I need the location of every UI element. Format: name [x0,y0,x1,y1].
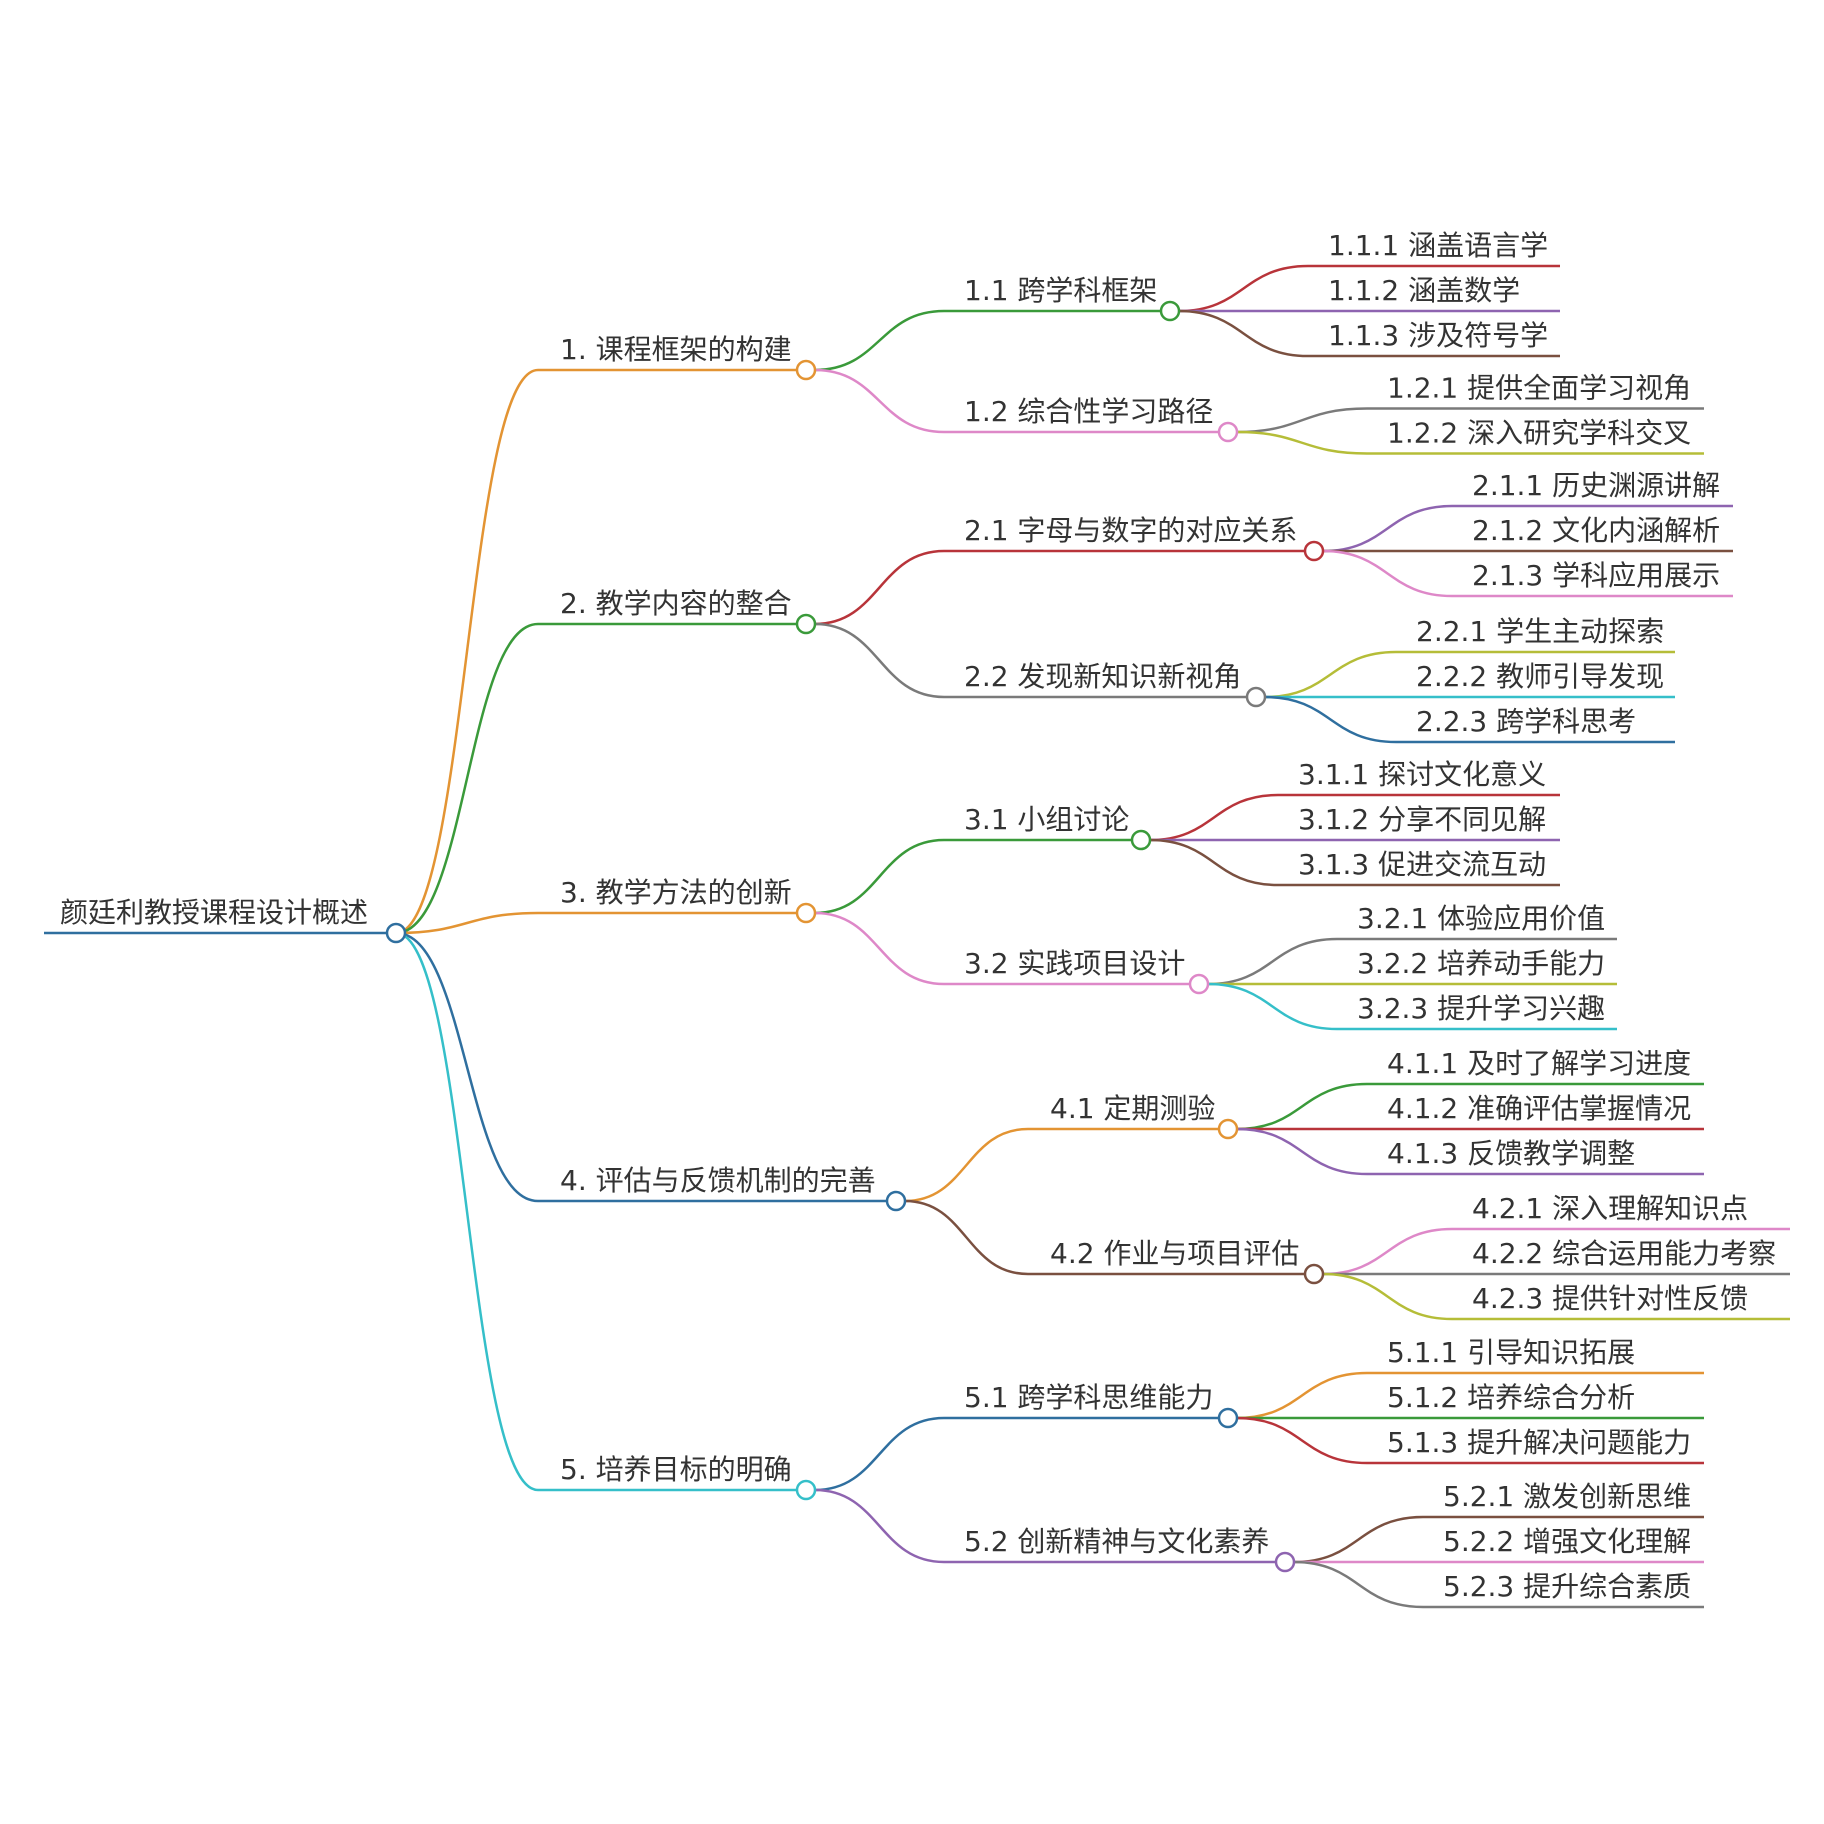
leaf-2-1-3-curve [1322,549,1453,598]
leaf-3-2-2-label: 3.2.2 培养动手能力 [1357,947,1605,980]
leaf-3-1-1-label: 3.1.1 探讨文化意义 [1298,758,1546,791]
subtopic-4-1-label: 4.1 定期测验 [1050,1092,1215,1125]
subtopic-2-2-node[interactable] [1245,686,1267,708]
leaf-5-2-1-label: 5.2.1 激发创新思维 [1443,1480,1691,1513]
topic-1-label: 1. 课程框架的构建 [560,333,792,366]
leaf-4-1-1-label: 4.1.1 及时了解学习进度 [1387,1047,1691,1080]
subtopic-5-1-label: 5.1 跨学科思维能力 [964,1381,1213,1414]
leaf-5-1-1-label: 5.1.1 引导知识拓展 [1387,1336,1635,1369]
leaf-2-2-1-label: 2.2.1 学生主动探索 [1416,615,1664,648]
leaf-4-2-2-label: 4.2.2 综合运用能力考察 [1472,1237,1776,1270]
branch-3-1-curve [814,838,945,915]
leaf-2-1-2-label: 2.1.2 文化内涵解析 [1472,514,1720,547]
leaf-1-1-3-curve [1178,309,1309,358]
subtopic-5-2-node[interactable] [1274,1551,1296,1573]
leaf-1-1-3-label: 1.1.3 涉及符号学 [1328,319,1548,352]
leaf-5-2-3-curve [1293,1560,1424,1609]
branch-4-curve [395,931,539,1203]
leaf-2-1-1-curve [1322,504,1453,553]
leaf-2-1-1-label: 2.1.1 历史渊源讲解 [1472,469,1720,502]
leaf-3-1-1-curve [1149,793,1279,842]
topic-4-node[interactable] [885,1190,907,1212]
subtopic-1-2-node[interactable] [1217,421,1239,443]
subtopic-1-1-node[interactable] [1159,300,1181,322]
leaf-5-1-3-label: 5.1.3 提升解决问题能力 [1387,1426,1691,1459]
topic-3-label: 3. 教学方法的创新 [560,876,792,909]
subtopic-3-2-node[interactable] [1188,973,1210,995]
topic-5-label: 5. 培养目标的明确 [560,1453,792,1486]
leaf-2-2-3-curve [1264,695,1397,744]
leaf-1-2-1-curve [1236,407,1368,434]
leaf-1-1-2-label: 1.1.2 涵盖数学 [1328,274,1520,307]
leaf-3-2-3-curve [1207,982,1338,1031]
leaf-3-2-1-curve [1207,937,1338,986]
branch-2-curve [395,622,539,935]
leaf-5-1-1-curve [1236,1371,1368,1420]
subtopic-4-1-node[interactable] [1217,1118,1239,1140]
branch-1-2-curve [814,368,945,434]
root-label: 颜廷利教授课程设计概述 [60,896,368,929]
branch-3-2-curve [814,911,945,986]
subtopic-1-1-label: 1.1 跨学科框架 [964,274,1157,307]
leaf-4-2-3-curve [1322,1272,1453,1321]
subtopic-4-2-node[interactable] [1303,1263,1325,1285]
topic-4-label: 4. 评估与反馈机制的完善 [560,1164,876,1197]
leaf-5-2-3-label: 5.2.3 提升综合素质 [1443,1570,1691,1603]
leaf-4-2-3-label: 4.2.3 提供针对性反馈 [1472,1282,1748,1315]
leaf-5-2-2-label: 5.2.2 增强文化理解 [1443,1525,1691,1558]
leaf-3-1-2-label: 3.1.2 分享不同见解 [1298,803,1546,836]
leaf-3-1-3-curve [1149,838,1279,887]
branch-5-curve [395,931,539,1492]
subtopic-2-1-node[interactable] [1303,540,1325,562]
leaf-3-2-3-label: 3.2.3 提升学习兴趣 [1357,992,1605,1025]
leaf-1-1-1-curve [1178,264,1309,313]
leaf-4-1-1-curve [1236,1082,1368,1131]
subtopic-3-2-label: 3.2 实践项目设计 [964,947,1185,980]
leaf-1-2-2-curve [1236,430,1368,455]
branch-1-1-curve [814,309,945,372]
branch-2-2-curve [814,622,945,699]
subtopic-4-2-label: 4.2 作业与项目评估 [1050,1237,1299,1270]
topic-1-node[interactable] [795,359,817,381]
leaf-4-1-3-curve [1236,1127,1368,1176]
subtopic-2-2-label: 2.2 发现新知识新视角 [964,660,1241,693]
leaf-3-2-1-label: 3.2.1 体验应用价值 [1357,902,1605,935]
leaf-2-2-2-label: 2.2.2 教师引导发现 [1416,660,1664,693]
subtopic-5-2-label: 5.2 创新精神与文化素养 [964,1525,1269,1558]
leaf-5-2-1-curve [1293,1515,1424,1564]
leaf-1-2-2-label: 1.2.2 深入研究学科交叉 [1387,417,1691,450]
leaf-4-1-2-label: 4.1.2 准确评估掌握情况 [1387,1092,1691,1125]
leaf-1-2-1-label: 1.2.1 提供全面学习视角 [1387,372,1691,405]
leaf-4-1-3-label: 4.1.3 反馈教学调整 [1387,1137,1635,1170]
branch-5-1-curve [814,1416,945,1492]
leaf-1-1-1-label: 1.1.1 涵盖语言学 [1328,229,1548,262]
leaf-5-1-2-label: 5.1.2 培养综合分析 [1387,1381,1635,1414]
branch-5-2-curve [814,1488,945,1564]
subtopic-5-1-node[interactable] [1217,1407,1239,1429]
topic-2-node[interactable] [795,613,817,635]
branch-4-1-curve [904,1127,1029,1203]
leaf-2-1-3-label: 2.1.3 学科应用展示 [1472,559,1720,592]
subtopic-2-1-label: 2.1 字母与数字的对应关系 [964,514,1297,547]
topic-3-node[interactable] [795,902,817,924]
subtopic-3-1-node[interactable] [1130,829,1152,851]
leaf-4-2-1-curve [1322,1227,1453,1276]
subtopic-1-2-label: 1.2 综合性学习路径 [964,395,1213,428]
topic-2-label: 2. 教学内容的整合 [560,587,792,620]
topic-5-node[interactable] [795,1479,817,1501]
root-node[interactable] [385,922,407,944]
branch-4-2-curve [904,1199,1029,1276]
leaf-2-2-3-label: 2.2.3 跨学科思考 [1416,705,1636,738]
leaf-2-2-1-curve [1264,650,1397,699]
leaf-5-1-3-curve [1236,1416,1368,1465]
branch-2-1-curve [814,549,945,626]
branch-1-curve [395,368,539,935]
subtopic-3-1-label: 3.1 小组讨论 [964,803,1129,836]
leaf-4-2-1-label: 4.2.1 深入理解知识点 [1472,1192,1748,1225]
branch-3-curve [395,911,539,935]
leaf-3-1-3-label: 3.1.3 促进交流互动 [1298,848,1546,881]
